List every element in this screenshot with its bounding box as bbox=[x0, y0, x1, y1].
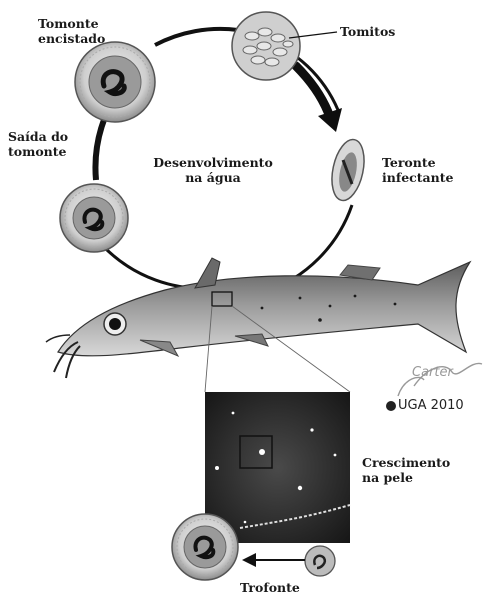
trofonte-arrow bbox=[242, 553, 305, 567]
label-tomitos: Tomitos bbox=[340, 24, 395, 39]
catfish bbox=[46, 258, 470, 378]
label-desenvolvimento-line2: na água bbox=[150, 170, 276, 185]
label-saida-line1: Saída do bbox=[8, 129, 68, 144]
label-tomonte-encistado-line1: Tomonte bbox=[38, 16, 98, 31]
label-crescimento-line1: Crescimento bbox=[362, 455, 450, 470]
label-trofonte-text: Trofonte bbox=[240, 580, 300, 595]
label-teronte-line2: infectante bbox=[382, 170, 453, 185]
label-crescimento: Crescimento na pele bbox=[362, 455, 450, 485]
label-teronte-line1: Teronte bbox=[382, 155, 453, 170]
copyright-text: UGA 2010 bbox=[398, 398, 464, 413]
label-saida-tomonte: Saída do tomonte bbox=[8, 129, 68, 159]
trofonte-small bbox=[305, 546, 335, 576]
label-trofonte: Trofonte bbox=[240, 580, 300, 595]
label-tomonte-encistado-line2: encistado bbox=[38, 31, 98, 46]
label-desenvolvimento: Desenvolvimento na água bbox=[150, 155, 276, 185]
label-tomitos-text: Tomitos bbox=[340, 24, 395, 39]
signature-text: Carter bbox=[412, 365, 453, 380]
label-desenvolvimento-line1: Desenvolvimento bbox=[150, 155, 276, 170]
teronte-infectante bbox=[327, 137, 369, 204]
label-tomonte-encistado: Tomonte encistado bbox=[38, 16, 98, 46]
copyright-mark bbox=[386, 401, 396, 411]
skin-micrograph bbox=[205, 392, 350, 543]
tomitos-cyst bbox=[232, 12, 337, 80]
tomonte-encistado-cyst bbox=[75, 42, 155, 122]
label-crescimento-line2: na pele bbox=[362, 470, 450, 485]
label-saida-line2: tomonte bbox=[8, 144, 68, 159]
saida-tomonte-cyst bbox=[60, 184, 128, 252]
trofonte-large-cyst bbox=[172, 514, 238, 580]
label-teronte-infectante: Teronte infectante bbox=[382, 155, 453, 185]
